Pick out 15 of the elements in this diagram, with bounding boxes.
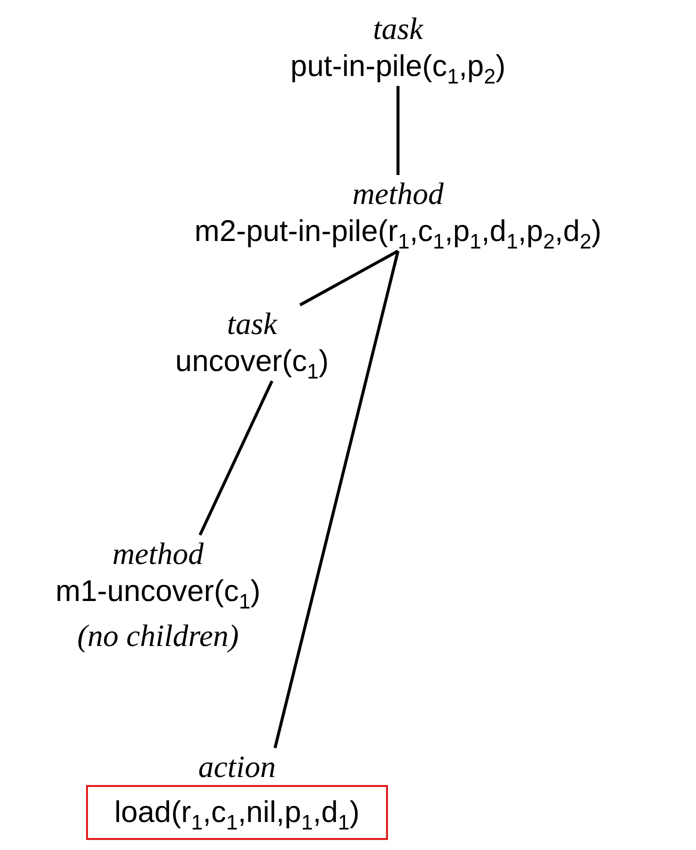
action-box: load(r$_{1}$,c$_{1}$,nil,p$_{1}$,d$_{1}$) — [86, 785, 388, 840]
heading-label: method — [352, 175, 444, 212]
heading-label: method — [112, 535, 204, 572]
note-label: (no children) — [77, 617, 239, 654]
task-name: m2-put-in-pile(r$_{1}$,c$_{1}$,p$_{1}$,d$_{1}$,p$_{2}$,d$_{2}$) — [194, 214, 602, 252]
task-name: m1-uncover(c$_{1}$) — [55, 574, 261, 612]
task-name: uncover(c$_{1}$) — [175, 344, 329, 382]
connector-line — [274, 250, 400, 748]
heading-label: task — [227, 305, 277, 342]
task-name: put-in-pile(c$_{1}$,p$_{2}$) — [290, 49, 506, 86]
connector-line — [198, 380, 274, 536]
connector-line — [299, 250, 399, 306]
heading-label: action — [198, 748, 276, 786]
connector-line — [396, 86, 400, 175]
heading-label: task — [373, 10, 423, 48]
